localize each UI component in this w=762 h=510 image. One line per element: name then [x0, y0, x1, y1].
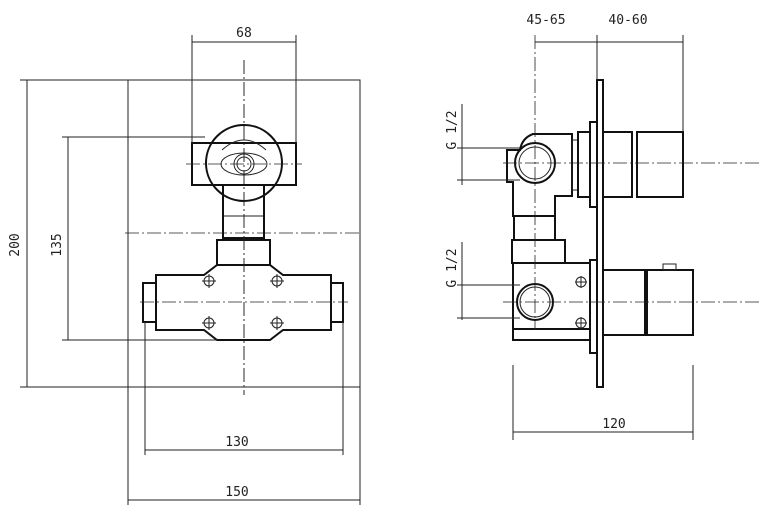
- side-dimension-lines: [457, 35, 694, 440]
- bottom-handle-base: [602, 269, 646, 336]
- dim-depth-handle: 40-60: [608, 13, 647, 28]
- dim-total-depth: 120: [602, 417, 625, 432]
- dim-width-body: 130: [225, 435, 248, 450]
- dim-width-plate: 150: [225, 485, 248, 500]
- side-cover-plate: [596, 79, 604, 388]
- thread-size-bottom: G 1/2: [445, 248, 460, 287]
- front-dimension-lines: [20, 35, 361, 505]
- valve-body: [155, 264, 332, 341]
- dim-height-plate: 200: [8, 233, 23, 256]
- bottom-handle: [646, 269, 694, 336]
- dim-depth-body: 45-65: [526, 13, 565, 28]
- side-view: 45-65 40-60 120 G 1/2 G 1/2: [445, 13, 762, 440]
- front-view: 200 135 68 130 150: [8, 26, 362, 505]
- dim-height-inner: 135: [50, 233, 65, 256]
- dim-handle-width: 68: [236, 26, 252, 41]
- mounting-holes: [202, 274, 284, 330]
- stem-collar: [216, 239, 271, 266]
- stem: [222, 184, 265, 239]
- elbow-outlet: [506, 133, 573, 217]
- thread-size-top: G 1/2: [445, 110, 460, 149]
- top-handle: [636, 131, 684, 198]
- top-handle-base: [602, 131, 633, 198]
